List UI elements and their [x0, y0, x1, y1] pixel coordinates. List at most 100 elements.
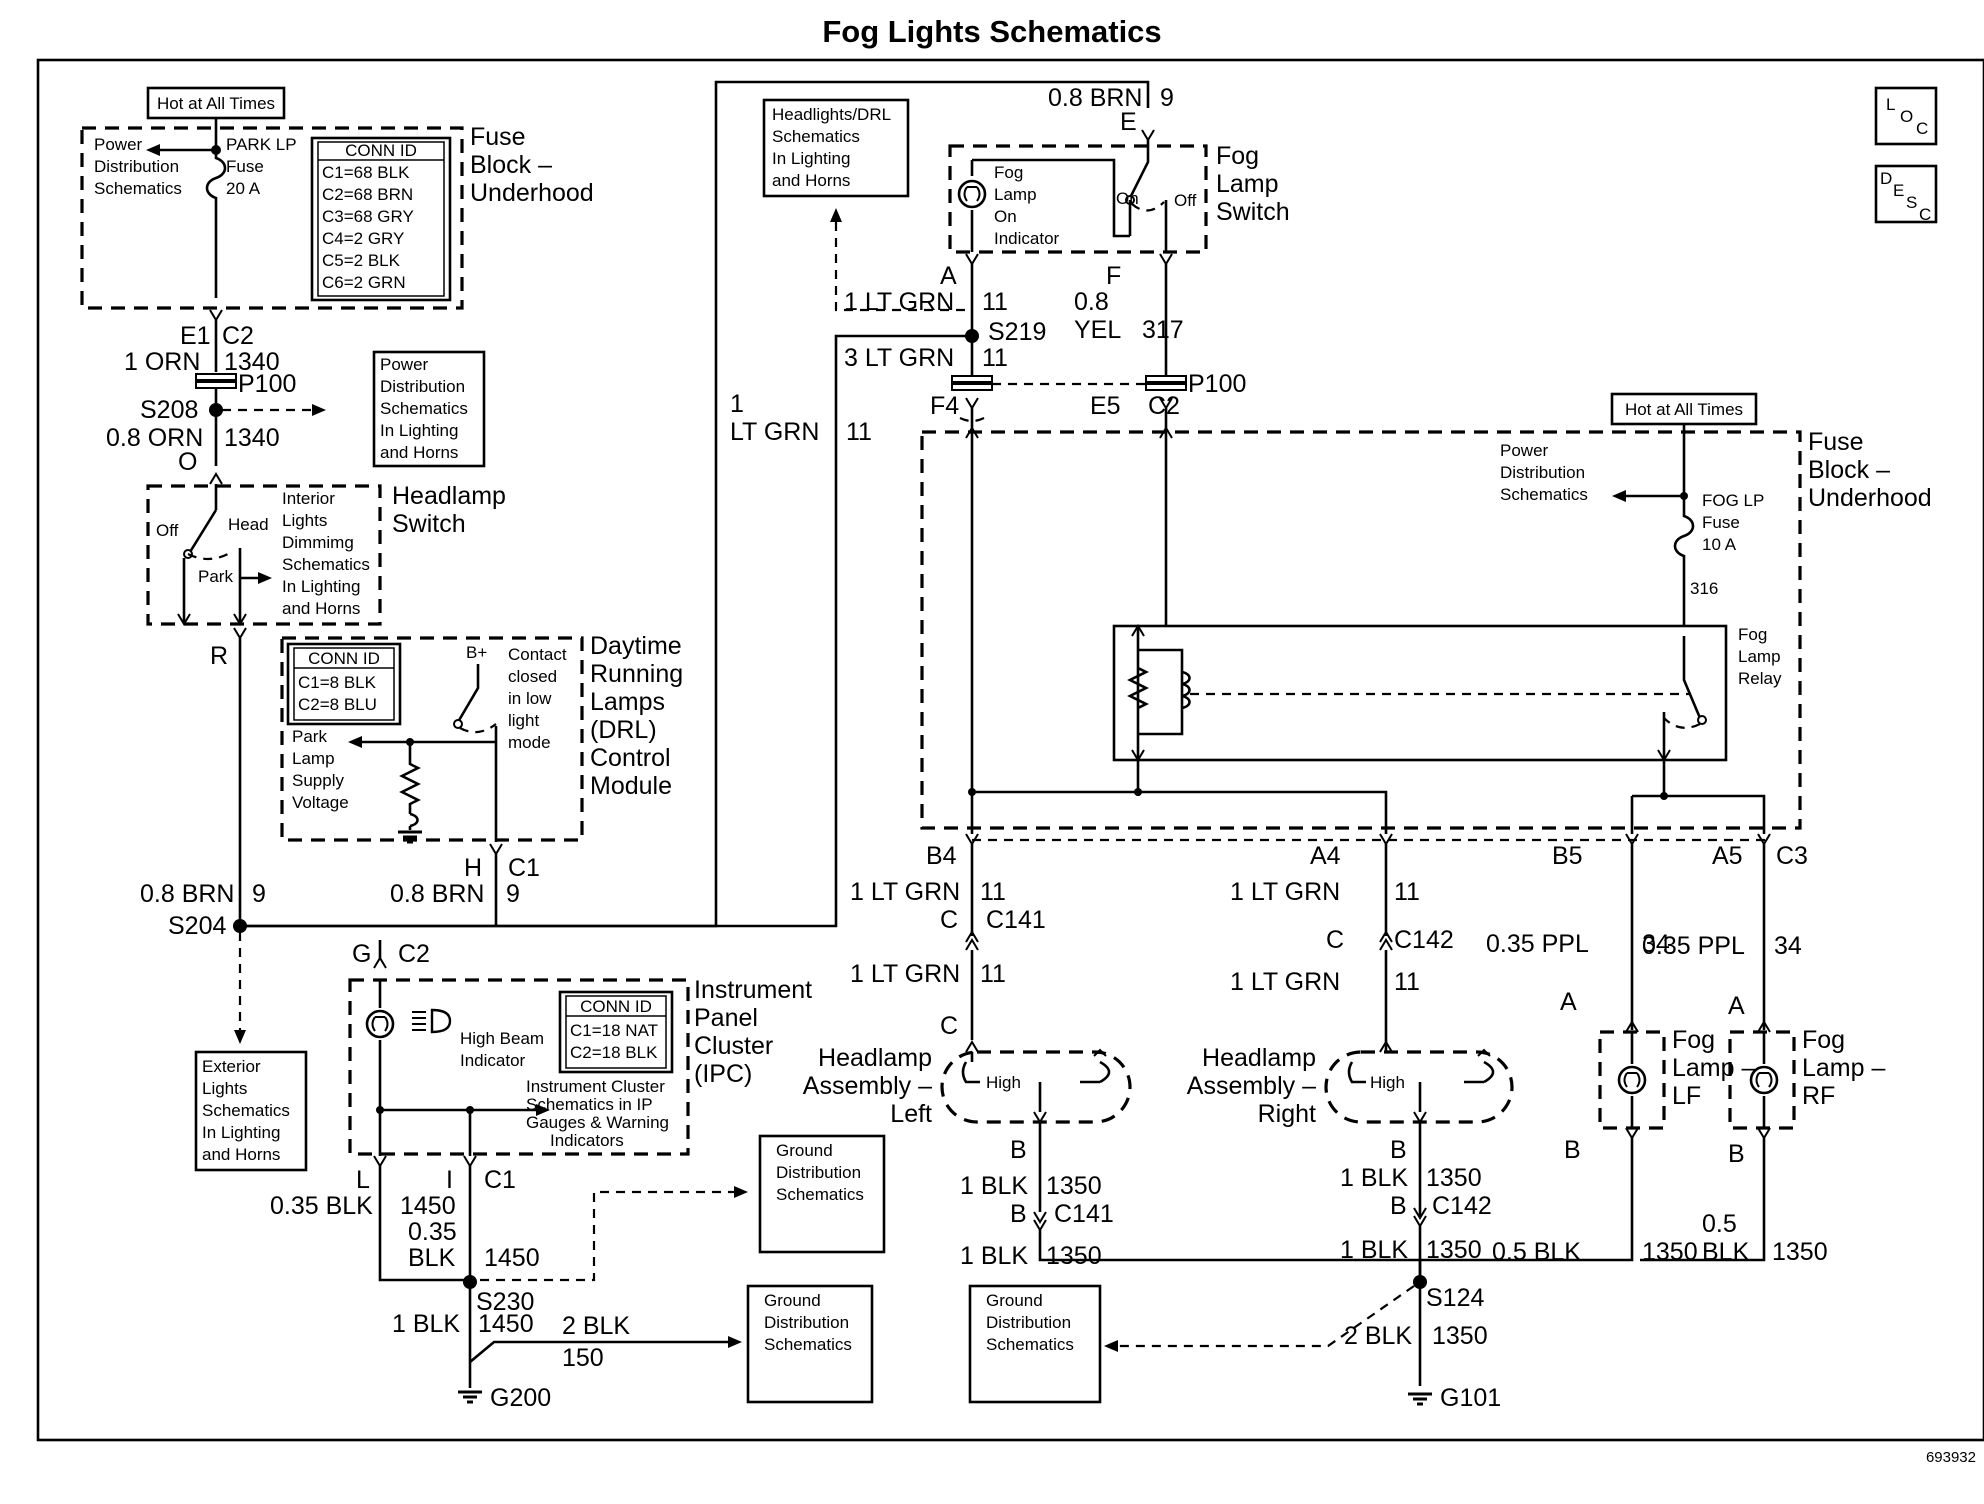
park-lp-fuse	[205, 150, 227, 298]
svg-text:In Lighting: In Lighting	[282, 577, 360, 596]
svg-text:Underhood: Underhood	[1808, 484, 1932, 512]
diagram-border	[36, 58, 1984, 1442]
svg-text:P100: P100	[238, 370, 296, 398]
svg-text:(DRL): (DRL)	[590, 716, 657, 744]
svg-text:1 BLK: 1 BLK	[1340, 1236, 1408, 1264]
svg-text:C: C	[940, 1012, 958, 1040]
svg-text:B: B	[1390, 1192, 1407, 1220]
svg-text:Indicator: Indicator	[994, 229, 1060, 248]
svg-text:Schematics: Schematics	[772, 127, 860, 146]
svg-text:Lamp –: Lamp –	[1672, 1054, 1755, 1082]
svg-text:1450: 1450	[484, 1244, 540, 1272]
svg-text:2 BLK: 2 BLK	[562, 1312, 630, 1340]
svg-text:Schematics: Schematics	[380, 399, 468, 418]
svg-text:C1=68 BLK: C1=68 BLK	[322, 163, 410, 182]
svg-text:C2=68 BRN: C2=68 BRN	[322, 185, 413, 204]
svg-text:1350: 1350	[1046, 1172, 1102, 1200]
svg-text:Headlamp: Headlamp	[1202, 1044, 1316, 1072]
svg-text:S124: S124	[1426, 1284, 1484, 1312]
svg-text:1350: 1350	[1772, 1238, 1828, 1266]
svg-text:Supply: Supply	[292, 771, 344, 790]
svg-text:Instrument: Instrument	[694, 976, 812, 1004]
fuse-block-right-title: Fuse Block – Underhood	[1808, 428, 1932, 512]
svg-text:1 LT GRN: 1 LT GRN	[850, 878, 960, 906]
svg-text:Fuse: Fuse	[1808, 428, 1864, 456]
figure-id: 693932	[1926, 1449, 1976, 1466]
svg-text:Ground: Ground	[986, 1291, 1043, 1310]
contact-closed-note: Contact closed in low light mode	[508, 645, 567, 752]
svg-text:C5=2 BLK: C5=2 BLK	[322, 251, 401, 270]
svg-text:High: High	[1370, 1073, 1405, 1092]
svg-text:Lamp: Lamp	[1216, 170, 1279, 198]
svg-text:Power: Power	[94, 135, 143, 154]
svg-text:I: I	[446, 1166, 453, 1194]
svg-text:E: E	[1893, 181, 1904, 200]
svg-text:0.8 BRN: 0.8 BRN	[390, 880, 484, 908]
svg-text:317: 317	[1142, 316, 1184, 344]
svg-text:1 LT GRN: 1 LT GRN	[850, 960, 960, 988]
svg-text:Schematics: Schematics	[1500, 485, 1588, 504]
svg-text:Fog: Fog	[994, 163, 1023, 182]
svg-text:0.5 BLK: 0.5 BLK	[1492, 1238, 1581, 1266]
svg-text:Exterior: Exterior	[202, 1057, 261, 1076]
svg-text:1340: 1340	[224, 348, 280, 376]
svg-text:11: 11	[1394, 878, 1420, 906]
svg-text:On: On	[994, 207, 1017, 226]
svg-text:D: D	[1880, 169, 1892, 188]
svg-text:Dimmimg: Dimmimg	[282, 533, 354, 552]
svg-text:10 A: 10 A	[1702, 535, 1737, 554]
svg-text:Distribution: Distribution	[1500, 463, 1585, 482]
svg-text:1350: 1350	[1432, 1322, 1488, 1350]
svg-text:0.8 BRN: 0.8 BRN	[140, 880, 234, 908]
svg-text:closed: closed	[508, 667, 557, 686]
svg-text:C: C	[1916, 119, 1928, 138]
svg-text:C2=18 BLK: C2=18 BLK	[570, 1043, 658, 1062]
svg-text:Fuse: Fuse	[470, 123, 526, 151]
svg-text:CONN ID: CONN ID	[580, 997, 652, 1016]
svg-text:20 A: 20 A	[226, 179, 261, 198]
svg-text:11: 11	[980, 960, 1006, 988]
fog-lamp-relay-label: Fog Lamp Relay	[1738, 625, 1782, 688]
svg-text:Lamp –: Lamp –	[1802, 1054, 1885, 1082]
fog-lamp-rf-title: Fog Lamp – RF	[1802, 1026, 1885, 1110]
svg-text:Assembly –: Assembly –	[803, 1072, 932, 1100]
svg-text:G200: G200	[490, 1384, 551, 1412]
svg-text:Hot at All Times: Hot at All Times	[157, 94, 275, 113]
svg-text:B: B	[1010, 1136, 1027, 1164]
svg-text:11: 11	[982, 344, 1008, 372]
svg-text:Head: Head	[228, 515, 269, 534]
svg-text:11: 11	[846, 418, 872, 446]
svg-text:and Horns: and Horns	[772, 171, 850, 190]
svg-text:Lamps: Lamps	[590, 688, 665, 716]
fog-lp-fuse	[1673, 496, 1695, 626]
headlamp-assembly-left-title: Headlamp Assembly – Left	[803, 1044, 932, 1128]
svg-text:150: 150	[562, 1344, 604, 1372]
svg-text:Lamp: Lamp	[1738, 647, 1781, 666]
svg-text:A5: A5	[1712, 842, 1743, 870]
svg-text:Distribution: Distribution	[94, 157, 179, 176]
svg-text:0.8 BRN: 0.8 BRN	[1048, 84, 1142, 112]
svg-text:S219: S219	[988, 318, 1046, 346]
svg-text:Control: Control	[590, 744, 671, 772]
power-distribution-ref-box: Power Distribution Schematics In Lightin…	[372, 350, 486, 468]
fog-lp-fuse-label: FOG LP Fuse 10 A	[1702, 491, 1764, 554]
ground-distribution-ref-box-3: Ground Distribution Schematics	[968, 1284, 1102, 1404]
svg-text:Fog: Fog	[1802, 1026, 1845, 1054]
drl-title: Daytime Running Lamps (DRL) Control Modu…	[590, 632, 683, 800]
svg-text:Left: Left	[890, 1100, 932, 1128]
svg-text:11: 11	[980, 878, 1006, 906]
svg-text:B: B	[1564, 1136, 1581, 1164]
svg-text:Voltage: Voltage	[292, 793, 349, 812]
svg-text:Switch: Switch	[392, 510, 466, 538]
svg-text:Schematics in IP: Schematics in IP	[526, 1095, 653, 1114]
svg-text:C1: C1	[508, 854, 540, 882]
svg-text:B: B	[1728, 1140, 1745, 1168]
svg-text:1: 1	[730, 390, 744, 418]
svg-text:Fuse: Fuse	[226, 157, 264, 176]
svg-text:Indicator: Indicator	[460, 1051, 526, 1070]
svg-text:and Horns: and Horns	[380, 443, 458, 462]
headlights-drl-ref-box: Headlights/DRL Schematics In Lighting an…	[762, 98, 910, 198]
svg-text:C: C	[1326, 926, 1344, 954]
svg-text:H: H	[464, 854, 482, 882]
svg-text:High Beam: High Beam	[460, 1029, 544, 1048]
